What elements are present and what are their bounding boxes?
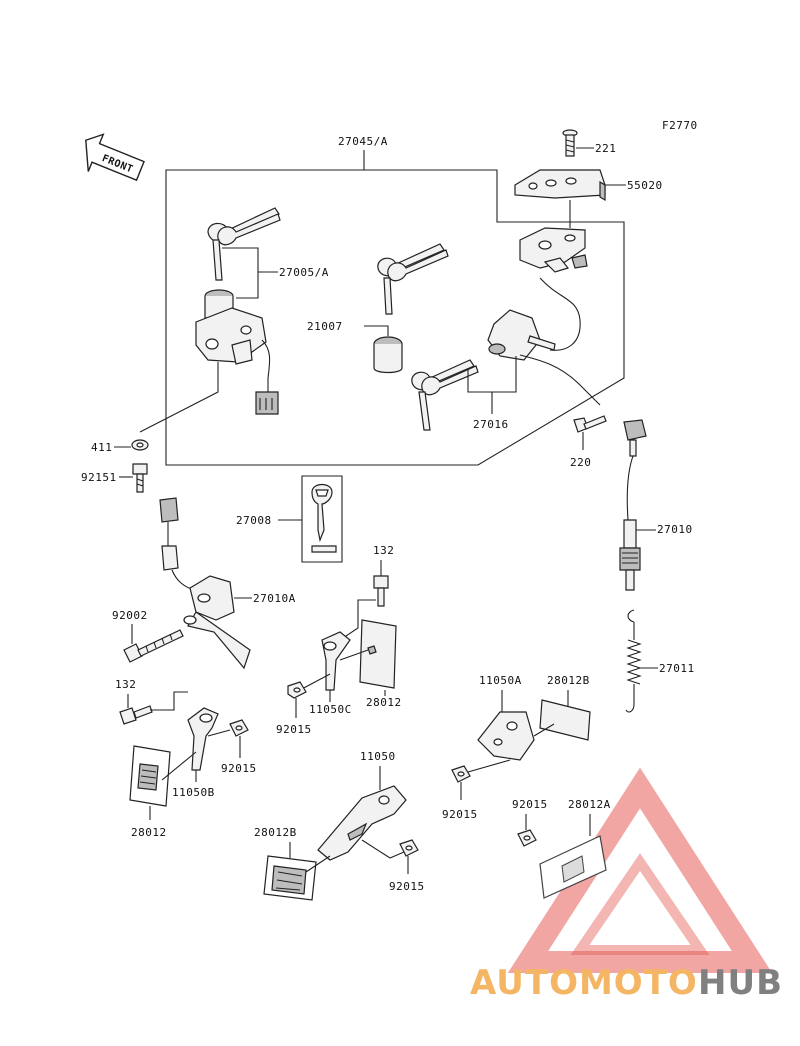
spring-27011-icon: [625, 609, 642, 713]
reflector-28012-icon: [359, 619, 397, 689]
label-21007: 21007: [307, 320, 343, 333]
nut-92015-b-icon: [229, 719, 249, 737]
label-92015-d: 92015: [389, 880, 425, 893]
label-28012-lower: 28012: [131, 826, 167, 839]
label-11050A: 11050A: [479, 674, 522, 687]
screw-220-icon: [573, 415, 607, 433]
label-28012B-upper: 28012B: [547, 674, 590, 687]
key-pair-27005A-icon: [207, 207, 281, 281]
reflector-28012A-icon: [539, 835, 607, 899]
label-27008: 27008: [236, 514, 272, 527]
ignition-switch-icon: [195, 289, 279, 415]
bracket-11050A-icon: [477, 711, 535, 761]
key-pair-21007-icon: [377, 243, 449, 315]
screw-221-icon: [562, 129, 578, 157]
kit-outline: [165, 169, 625, 466]
reflector-28012-lower-icon: [129, 745, 171, 807]
watermark-logo: AUTOMOTO HUB: [470, 767, 783, 1003]
bracket-11050-icon: [317, 785, 407, 861]
watermark-brand-part2: HUB: [698, 963, 783, 1003]
label-92002: 92002: [112, 609, 148, 622]
bolt-132-left-icon: [119, 705, 153, 725]
nut-92015-e-icon: [517, 829, 537, 847]
figure-code: F2770: [662, 119, 698, 132]
seat-lock-27016-icon: [487, 309, 601, 406]
label-92151: 92151: [81, 471, 117, 484]
label-221: 221: [595, 142, 616, 155]
bracket-11050C-icon: [321, 631, 351, 691]
label-92015-b: 92015: [221, 762, 257, 775]
washer-411-icon: [131, 439, 149, 451]
label-11050: 11050: [360, 750, 396, 763]
cap-lock-plate-icon: [519, 227, 588, 273]
front-arrow-icon: FRONT: [85, 133, 145, 182]
label-27045A: 27045/A: [338, 135, 388, 148]
label-132-upper: 132: [373, 544, 394, 557]
label-27011: 27011: [659, 662, 695, 675]
label-28012-upper: 28012: [366, 696, 402, 709]
label-27010: 27010: [657, 523, 693, 536]
bracket-55020-icon: [514, 169, 606, 202]
watermark-brand-part1: AUTOMOTO: [470, 963, 698, 1003]
bracket-11050B-icon: [187, 707, 219, 771]
label-11050C: 11050C: [309, 703, 352, 716]
label-11050B: 11050B: [172, 786, 215, 799]
label-92015-a: 92015: [276, 723, 312, 736]
bolt-132-upper-icon: [373, 575, 389, 607]
label-28012A: 28012A: [568, 798, 611, 811]
brake-switch-27010-icon: [619, 419, 647, 591]
label-92015-e: 92015: [512, 798, 548, 811]
label-92015-c: 92015: [442, 808, 478, 821]
label-411: 411: [91, 441, 112, 454]
key-pair-27016-icon: [411, 359, 479, 431]
label-27010A: 27010A: [253, 592, 296, 605]
label-28012B-lower: 28012B: [254, 826, 297, 839]
brake-switch-27010A-icon: [159, 497, 251, 670]
reflector-28012B-lower-icon: [263, 855, 317, 901]
nut-92015-c-icon: [451, 765, 471, 783]
bolt-92002-icon: [123, 629, 184, 663]
label-27005A: 27005/A: [279, 266, 329, 279]
nut-92015-d-icon: [399, 839, 419, 857]
label-220: 220: [570, 456, 591, 469]
bolt-92151-icon: [132, 463, 148, 493]
lock-cylinder-21007-icon: [373, 336, 403, 374]
nut-92015-a-icon: [287, 681, 307, 699]
label-27016: 27016: [473, 418, 509, 431]
key-blank-27008-icon: [301, 475, 343, 563]
label-55020: 55020: [627, 179, 663, 192]
reflector-28012B-upper-icon: [539, 699, 591, 741]
label-132-left: 132: [115, 678, 136, 691]
